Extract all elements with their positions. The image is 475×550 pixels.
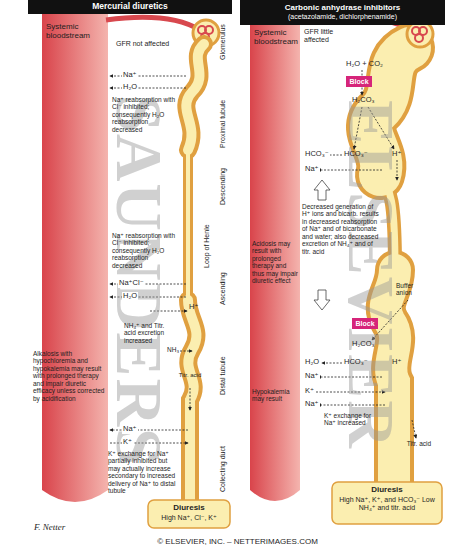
capillary-loop	[415, 34, 423, 42]
ion-label: HCO₃⁻	[304, 150, 330, 159]
ion-label: Na⁺	[122, 71, 138, 80]
outcome-text: High Na⁺, K⁺, and HCO₃⁻ Low NH₄⁺ and tit…	[334, 496, 440, 512]
transport-arrow	[190, 388, 191, 410]
node-text: (acetazolamide, dichlorphenamide)	[288, 13, 397, 21]
ion-label: H⁺	[392, 150, 401, 159]
note-text: Hypokalemia may result	[252, 388, 298, 403]
node-text: Block	[349, 78, 368, 86]
ion-label: Na⁺	[304, 372, 320, 381]
note-text: Decreased generation of H⁺ ions and bica…	[302, 203, 382, 255]
structure-label: Collecting duct	[219, 446, 227, 492]
down-arrow	[314, 290, 330, 310]
note-text: K⁺ exchange for Na⁺ increased	[324, 412, 380, 427]
transport-arrow	[180, 351, 192, 352]
note-text: Alkalosis with hypochloremia and hypokal…	[33, 350, 105, 402]
outcome-label: Diuresis	[150, 503, 228, 512]
ion-label: Titr. acid	[177, 372, 203, 379]
node-text: Mercurial diuretics	[92, 2, 168, 11]
ion-label: Na⁺	[304, 400, 320, 409]
ion-label: HCO₃⁻	[344, 358, 368, 367]
vessel-label: Systemic bloodstream	[254, 28, 300, 46]
up-arrow	[314, 180, 330, 200]
node-text: Block	[355, 320, 374, 328]
ion-label: H₂CO₃	[352, 96, 375, 105]
note-text: K⁺ exchange for Na⁺ partially inhibited …	[108, 450, 180, 495]
tubule-wall	[186, 44, 204, 150]
note-text: GFR not affected	[116, 40, 176, 48]
ion-label: H⁺	[392, 358, 401, 367]
ion-label: K⁺	[122, 438, 133, 447]
structure-label: Proximal tubule	[219, 100, 227, 148]
block-box: Block	[346, 76, 372, 87]
tubule-lumen	[188, 300, 196, 505]
left-tubule	[186, 44, 204, 505]
ion-label: Na⁺Cl⁻	[118, 279, 145, 288]
header-band: Mercurial diuretics	[28, 0, 232, 14]
ion-label: NH₃	[166, 346, 180, 353]
blood-vessel	[42, 0, 108, 502]
structure-label: Glomerulus	[219, 24, 227, 60]
structure-label: Loop of Henle	[203, 224, 211, 268]
outcome-label: Diuresis	[334, 485, 440, 494]
ion-label: Titr. acid	[402, 440, 436, 447]
urine-outflow	[148, 500, 230, 528]
ion-label: H₂CO₃	[352, 340, 375, 349]
ion-label: Na⁺	[304, 165, 320, 174]
structure-label: Distal tubule	[219, 356, 227, 395]
ion-label: HCO₃⁻	[344, 150, 368, 159]
ion-label: H₂O + CO₂	[346, 60, 383, 69]
tubule-wall	[183, 150, 193, 300]
tubule-lumen	[186, 150, 190, 300]
urine-outflow	[332, 482, 442, 524]
note-text: Acidosis may result with prolonged thera…	[252, 240, 298, 285]
note-text: NH₄⁺ and Titr. acid excretion increased	[124, 322, 166, 344]
glomerulus-loops	[412, 27, 427, 42]
block-box: Block	[352, 318, 378, 329]
signature: F. Netter	[34, 522, 65, 532]
ion-label: H₂O	[304, 358, 320, 367]
ion-label: Na⁺	[122, 425, 138, 434]
tubule-wall	[188, 300, 196, 505]
structure-label: Descending	[219, 168, 227, 205]
ion-label: K⁺	[304, 387, 315, 396]
afferent-arteriole	[106, 17, 200, 30]
header-band: Carbonic anhydrase inhibitors(acetazolam…	[240, 0, 445, 25]
copyright: © ELSEVIER, INC. – NETTERIMAGES.COM	[0, 537, 475, 546]
note-text: Na⁺ reabsorption with Cl⁻ inhibited; con…	[112, 232, 176, 269]
blood-vessel	[250, 0, 300, 501]
outcome-text: High Na⁺, Cl⁻, K⁺	[150, 514, 228, 522]
transport-arrow	[412, 420, 416, 438]
ion-label: H₂O	[122, 83, 138, 92]
vessel-label: Systemic bloodstream	[46, 22, 96, 40]
note-text: Na⁺ reabsorption with Cl⁻ inhibited; con…	[112, 96, 176, 133]
ion-label: H⁺	[189, 303, 198, 312]
note-text: GFR little affected	[304, 28, 350, 44]
node-text: Carbonic anhydrase inhibitors	[285, 4, 401, 13]
ion-label: Buffer anion	[396, 282, 430, 297]
structure-label: Ascending	[219, 272, 227, 305]
tubule-lumen	[186, 44, 204, 150]
ion-label: H₂O	[122, 292, 138, 301]
